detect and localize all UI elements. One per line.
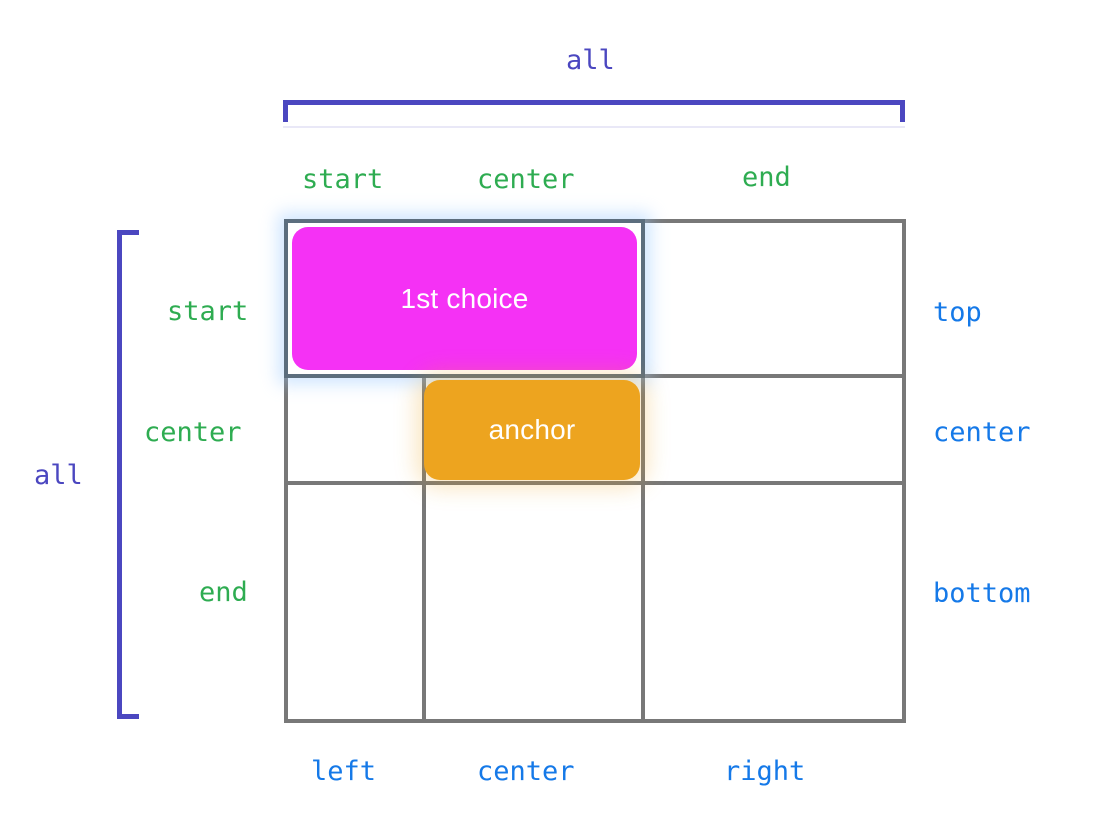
column-label-logical-start: start (302, 164, 384, 195)
grid-cell-bottom-start[interactable] (284, 481, 426, 723)
grid-cell-top-start-span[interactable]: 1st choice (284, 219, 645, 378)
column-label-logical-end: end (742, 162, 791, 193)
row-label-physical-top: top (933, 297, 982, 328)
grid-cell-center-end[interactable] (641, 374, 906, 485)
column-label-logical-center: center (477, 164, 575, 195)
top-bracket-hairline (283, 126, 905, 128)
row-label-physical-bottom: bottom (933, 578, 1031, 609)
column-label-physical-right: right (724, 756, 806, 787)
position-grid: 1st choice (284, 219, 906, 723)
column-label-physical-left: left (311, 756, 377, 787)
row-label-logical-center: center (144, 417, 242, 448)
grid-cell-bottom-center[interactable] (422, 481, 645, 723)
left-all-bracket (117, 230, 139, 719)
first-choice-box[interactable]: 1st choice (292, 227, 637, 370)
top-all-bracket (283, 100, 905, 122)
row-label-logical-end: end (199, 577, 248, 608)
row-label-physical-center: center (933, 417, 1031, 448)
grid-cell-top-end[interactable] (641, 219, 906, 378)
left-all-label: all (34, 460, 83, 491)
row-label-logical-start: start (167, 296, 249, 327)
column-label-physical-center: center (477, 756, 575, 787)
anchor-box[interactable]: anchor (424, 380, 640, 480)
top-all-label: all (566, 45, 615, 76)
grid-cell-center-start[interactable] (284, 374, 426, 485)
grid-cell-bottom-end[interactable] (641, 481, 906, 723)
